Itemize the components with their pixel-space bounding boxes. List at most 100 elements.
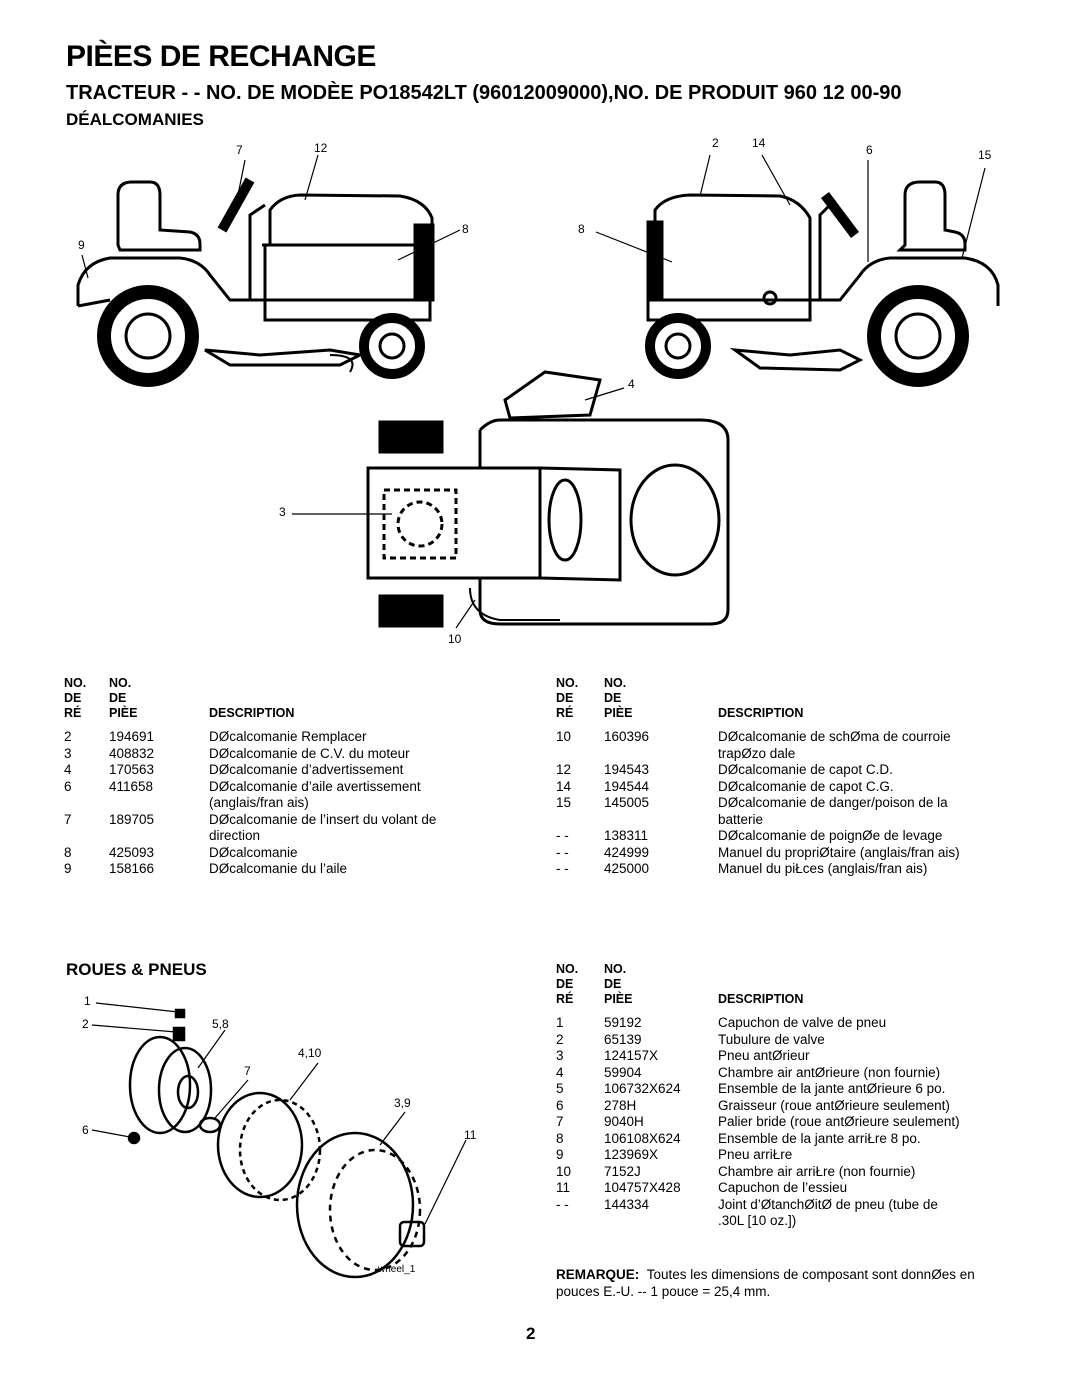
cell-part bbox=[604, 812, 718, 829]
page-number: 2 bbox=[526, 1324, 536, 1343]
cell-part: 106108X624 bbox=[604, 1130, 681, 1146]
cell-part bbox=[109, 795, 209, 812]
cell-desc: Joint d’ØtanchØitØ de pneu (tube de bbox=[718, 1196, 938, 1212]
hdr-desc: DESCRIPTION bbox=[209, 706, 295, 720]
cell-part: 425000 bbox=[604, 861, 650, 876]
table-row: direction bbox=[64, 828, 509, 845]
cell-part: 145005 bbox=[604, 795, 650, 810]
cell-desc: DØcalcomanie de C.V. du moteur bbox=[209, 745, 410, 761]
cell-ref: 11 bbox=[556, 1180, 571, 1195]
cell-part: 278H bbox=[604, 1097, 637, 1113]
tractor-right-view bbox=[645, 180, 1000, 387]
table-row: trapØzo dale bbox=[556, 746, 1018, 763]
cell-ref: 15 bbox=[556, 795, 572, 810]
cell-desc: Chambre air antØrieure (non fournie) bbox=[718, 1064, 941, 1080]
cell-desc: batterie bbox=[718, 811, 764, 827]
cell-part: 7152J bbox=[604, 1163, 641, 1179]
callout-6: 6 bbox=[866, 143, 873, 157]
callout-10: 10 bbox=[448, 632, 462, 646]
hdr-desc: DESCRIPTION bbox=[718, 706, 804, 720]
cell-ref bbox=[556, 746, 604, 763]
cell-ref: 2 bbox=[64, 729, 72, 744]
table-row: 15 145005 DØcalcomanie de danger/poison de… bbox=[556, 795, 1018, 812]
cell-ref: - - bbox=[556, 844, 569, 860]
cell-part: 138311 bbox=[604, 828, 649, 843]
callout-8-left: 8 bbox=[462, 222, 469, 236]
cell-ref: 7 bbox=[556, 1114, 564, 1129]
cell-part: 65139 bbox=[604, 1031, 642, 1047]
cell-ref: 9 bbox=[64, 861, 72, 876]
wheels-heading: ROUES & PNEUS bbox=[66, 960, 207, 979]
cell-ref: 7 bbox=[64, 811, 72, 827]
cell-part: 411658 bbox=[109, 778, 154, 794]
cell-part: 189705 bbox=[109, 811, 155, 827]
cell-part: 144334 bbox=[604, 1196, 650, 1212]
wheel-callout-5-8: 5,8 bbox=[212, 1017, 229, 1031]
wheel-callout-4-10: 4,10 bbox=[298, 1046, 322, 1060]
cell-part bbox=[604, 1213, 718, 1230]
cell-ref bbox=[556, 1213, 604, 1230]
cell-ref: 10 bbox=[556, 729, 572, 744]
cell-part: 124157X bbox=[604, 1048, 659, 1063]
table-row: 10 160396 DØcalcomanie de schØma de courro… bbox=[556, 721, 1018, 746]
cell-desc: Ensemble de la jante arriŁre 8 po. bbox=[718, 1130, 921, 1146]
cell-ref: - - bbox=[556, 828, 569, 843]
cell-ref: 9 bbox=[556, 1147, 564, 1162]
cell-ref: 2 bbox=[556, 1031, 564, 1047]
cell-desc: DØcalcomanie de schØma de courroie bbox=[718, 729, 951, 744]
cell-ref: 8 bbox=[556, 1130, 564, 1146]
cell-desc: DØcalcomanie de danger/poison de la bbox=[718, 795, 948, 810]
cell-ref: 14 bbox=[556, 778, 572, 794]
cell-part: 408832 bbox=[109, 745, 155, 761]
cell-ref bbox=[556, 812, 604, 829]
callout-9: 9 bbox=[78, 238, 85, 252]
cell-part: 194543 bbox=[604, 762, 650, 777]
cell-ref: 3 bbox=[556, 1048, 564, 1063]
decals-heading: DÉALCOMANIES bbox=[66, 110, 204, 129]
cell-desc: Manuel du propriØtaire (anglais/fran ais… bbox=[718, 844, 960, 860]
cell-part: 59904 bbox=[604, 1064, 642, 1080]
cell-part: 158166 bbox=[109, 861, 155, 876]
cell-desc: Graisseur (roue antØrieure seulement) bbox=[718, 1097, 950, 1113]
cell-part: 170563 bbox=[109, 762, 155, 777]
cell-part: 59192 bbox=[604, 1015, 642, 1030]
cell-part: 194691 bbox=[109, 729, 155, 744]
callout-8-right: 8 bbox=[578, 222, 585, 236]
table-row: - - 138311 DØcalcomanie de poignØe de leva… bbox=[556, 828, 1018, 845]
cell-desc: Pneu arriŁre bbox=[718, 1147, 793, 1162]
table-row: 8 106108X624 Ensemble de la jante arriŁre … bbox=[556, 1131, 1018, 1148]
cell-desc: (anglais/fran ais) bbox=[209, 795, 309, 810]
callout-12: 12 bbox=[314, 141, 328, 155]
cell-desc: Manuel du piŁces (anglais/fran ais) bbox=[718, 861, 928, 876]
table-row: .30L [10 oz.]) bbox=[556, 1213, 1018, 1230]
wheel-callout-11: 11 bbox=[464, 1128, 477, 1142]
table-row: 4 170563 DØcalcomanie d’advertissement bbox=[64, 762, 509, 779]
wheel-callout-6: 6 bbox=[82, 1123, 89, 1137]
cell-part bbox=[109, 828, 209, 845]
cell-part: 160396 bbox=[604, 729, 650, 744]
cell-desc: Capuchon de valve de pneu bbox=[718, 1015, 887, 1030]
callout-leaders bbox=[81, 154, 986, 629]
remark-label: REMARQUE: bbox=[556, 1267, 640, 1282]
cell-ref: 4 bbox=[64, 762, 72, 777]
cell-desc: Capuchon de l’essieu bbox=[718, 1180, 848, 1195]
hdr-desc: DESCRIPTION bbox=[718, 992, 804, 1006]
cell-ref: 6 bbox=[64, 778, 72, 794]
callout-14: 14 bbox=[752, 136, 766, 150]
cell-desc: DØcalcomanie d’advertissement bbox=[209, 762, 404, 777]
callout-3: 3 bbox=[279, 505, 286, 519]
cell-desc: DØcalcomanie de poignØe de levage bbox=[718, 828, 943, 843]
